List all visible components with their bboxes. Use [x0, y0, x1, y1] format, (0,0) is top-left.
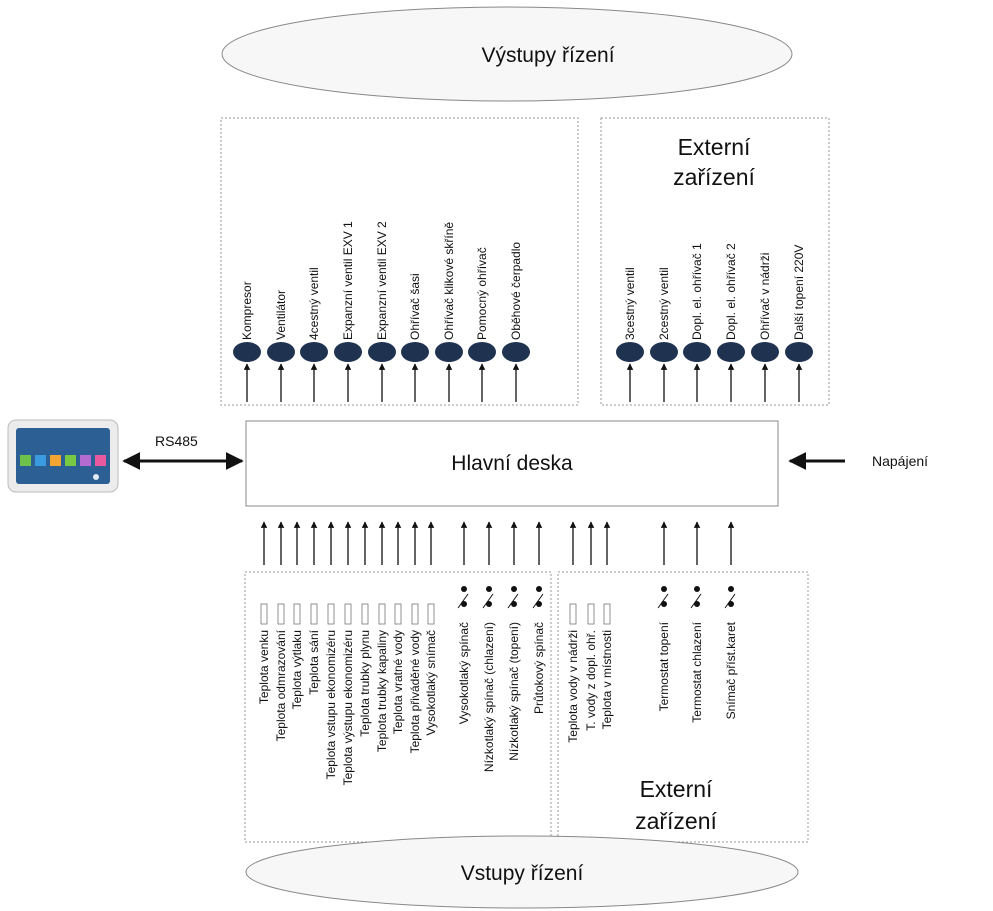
- external-outputs-title-1: Externí: [678, 134, 751, 160]
- sensor-icon: [427, 603, 435, 625]
- output-node-icon: [233, 342, 261, 362]
- output-node-icon: [300, 342, 328, 362]
- inputs-ellipse-label: Vstupy řízení: [461, 862, 584, 885]
- outputs-ellipse-label: Výstupy řízení: [481, 44, 614, 67]
- sensor-label: Teplota výtlaku: [290, 630, 304, 709]
- output-label: Ohřívač šasi: [408, 273, 422, 340]
- external-inputs-box: [557, 571, 809, 843]
- external-inputs-title-2: zařízení: [635, 808, 717, 834]
- output-label: Kompresor: [240, 281, 254, 340]
- external-outputs-group: 3cestný ventil 2cestný ventil Dopl. el. oh…: [616, 243, 813, 402]
- sensor-icon: [310, 603, 318, 625]
- switch-icon: [482, 586, 494, 609]
- inputs-ellipse: [245, 835, 799, 909]
- output-node-icon: [751, 342, 779, 362]
- external-sensor-label: Teplota vody v nádrži: [566, 630, 580, 743]
- outputs-group: Kompresor Ventilátor 4cestný ventil Expanzn…: [233, 221, 530, 402]
- sensor-label: Teplota trubky plynu: [358, 630, 372, 737]
- output-label: Expanzní ventil EXV 2: [375, 221, 389, 340]
- sensor-icon: [411, 603, 419, 625]
- output-label: Ohřívač klikové skříně: [442, 222, 456, 340]
- external-outputs-title-2: zařízení: [673, 164, 755, 190]
- output-label: Oběhové čerpadlo: [509, 242, 523, 340]
- output-label: Pomocný ohřívač: [475, 247, 489, 340]
- outputs-ellipse: [221, 6, 793, 102]
- switch-icon: [690, 586, 702, 609]
- switch-icon: [657, 586, 669, 609]
- sensor-icon: [327, 603, 335, 625]
- sensor-label: Teplota sání: [307, 629, 321, 694]
- output-node-icon: [368, 342, 396, 362]
- external-outputs-box: [600, 117, 830, 406]
- output-node-icon: [267, 342, 295, 362]
- sensor-icon: [394, 603, 402, 625]
- sensor-icon: [361, 603, 369, 625]
- main-board-label: Hlavní deska: [451, 452, 573, 475]
- output-label: 4cestný ventil: [307, 267, 321, 340]
- switch-label: Vysokotlaký spínač: [457, 622, 471, 724]
- external-output-label: Dopl. el. ohřívač 1: [690, 243, 704, 340]
- external-switch-label: Termostat chlazení: [690, 621, 704, 722]
- output-node-icon: [717, 342, 745, 362]
- external-output-label: 3cestný ventil: [623, 267, 637, 340]
- sensor-label: Teplota odmrazování: [274, 629, 288, 741]
- output-node-icon: [502, 342, 530, 362]
- sensor-label: Teplota venku: [257, 630, 271, 704]
- sensor-icon: [260, 603, 268, 625]
- switch-label: Nízkotlaký spínač (topení): [507, 622, 521, 761]
- sensor-icon: [277, 603, 285, 625]
- external-sensor-label: Teplota v místnosti: [600, 630, 614, 729]
- external-switch-label: Snímač příst.karet: [724, 621, 738, 719]
- switch-icon: [724, 586, 736, 609]
- switch-icon: [532, 586, 544, 609]
- external-switch-label: Termostat topení: [657, 621, 671, 711]
- output-node-icon: [683, 342, 711, 362]
- output-node-icon: [435, 342, 463, 362]
- sensor-icon: [344, 603, 352, 625]
- switch-label: Nízkotlaký spínač (chlazení): [482, 622, 496, 772]
- sensor-icon: [569, 603, 577, 625]
- switch-icon: [507, 586, 519, 609]
- sensor-label: Teplota vstupu ekonomizéru: [324, 630, 338, 779]
- output-node-icon: [785, 342, 813, 362]
- switch-icon: [457, 586, 469, 609]
- external-inputs-title-1: Externí: [640, 776, 713, 802]
- output-node-icon: [401, 342, 429, 362]
- output-node-icon: [468, 342, 496, 362]
- controller-tablet-icon: [7, 419, 119, 493]
- output-node-icon: [334, 342, 362, 362]
- external-output-label: Dopl. el. ohřívač 2: [724, 243, 738, 340]
- output-node-icon: [616, 342, 644, 362]
- sensor-label: Teplota výstupu ekonomizéru: [341, 630, 355, 785]
- switch-label: Průtokový spínač: [532, 622, 546, 714]
- power-label: Napájení: [872, 453, 928, 469]
- rs485-label: RS485: [155, 433, 198, 449]
- sensor-label: Teplota vratné vody: [391, 630, 405, 734]
- sensor-label: Teplota trubky kapaliny: [375, 630, 389, 752]
- sensor-icon: [603, 603, 611, 625]
- external-sensor-label: T. vody z dopl. ohř.: [584, 630, 598, 731]
- outputs-box: [220, 117, 579, 406]
- sensor-icon: [293, 603, 301, 625]
- output-label: Expanzní ventil EXV 1: [341, 221, 355, 340]
- external-output-label: Ohřívač v nádrži: [758, 253, 772, 340]
- main-board: [245, 420, 779, 507]
- output-node-icon: [650, 342, 678, 362]
- external-output-label: Další topení 220V: [792, 245, 806, 340]
- output-label: Ventilátor: [274, 290, 288, 340]
- sensor-label: Teplota přiváděné vody: [408, 630, 422, 753]
- sensor-icon: [587, 603, 595, 625]
- external-output-label: 2cestný ventil: [657, 267, 671, 340]
- sensor-icon: [378, 603, 386, 625]
- sensor-label: Vysokotlaký snímač: [424, 630, 438, 736]
